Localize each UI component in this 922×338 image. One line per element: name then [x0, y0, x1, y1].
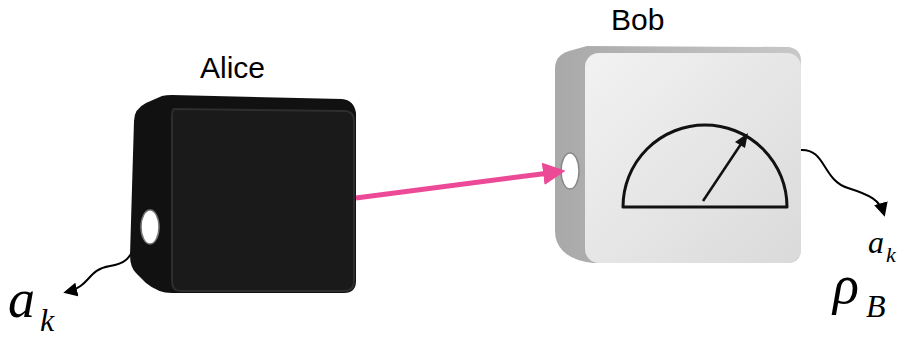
signal-arrow	[356, 171, 561, 198]
box-outline	[128, 95, 356, 293]
device-name: Alice	[200, 51, 265, 85]
math-symbol: B	[866, 290, 886, 322]
math-symbol: ρ	[833, 258, 859, 312]
black-box-device: Alice	[128, 95, 356, 293]
measurement-device: Bob	[553, 45, 801, 263]
box-outline	[553, 45, 801, 263]
math-symbol: a	[868, 226, 884, 258]
device-name: Bob	[611, 3, 664, 37]
math-symbol: k	[886, 244, 896, 266]
math-symbol: k	[40, 304, 54, 336]
output-wire	[800, 150, 884, 214]
math-symbol: a	[8, 272, 35, 326]
